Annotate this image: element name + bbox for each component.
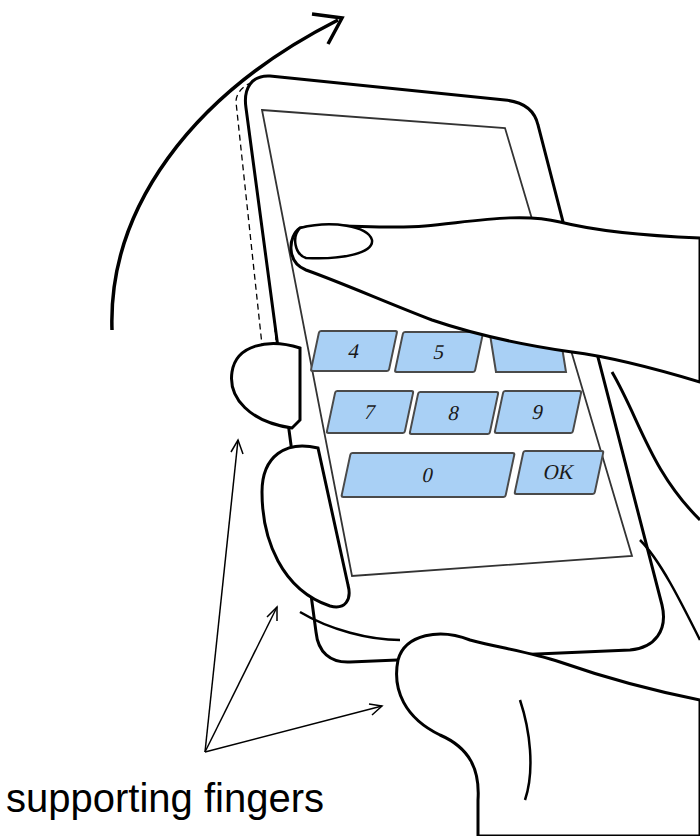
keypad-key: 5 xyxy=(394,331,485,373)
key-label: OK xyxy=(541,460,577,485)
keypad-key: 0 xyxy=(340,452,516,498)
leader-arrows xyxy=(205,440,382,752)
hidden-key xyxy=(488,322,566,372)
finger-line xyxy=(520,700,530,800)
keypad-key: 8 xyxy=(408,391,499,435)
leader-arrowhead xyxy=(231,440,243,454)
phone-screen xyxy=(262,110,632,576)
leader-line xyxy=(205,706,382,752)
palm-edge xyxy=(640,540,700,640)
key-label: 0 xyxy=(420,463,436,488)
leader-arrowhead xyxy=(267,607,277,621)
supporting-finger xyxy=(397,634,700,836)
phone-body xyxy=(245,76,663,662)
supporting-finger xyxy=(262,446,349,607)
palm-edge xyxy=(612,372,700,520)
thumbnail xyxy=(295,224,372,258)
key-label: 8 xyxy=(446,401,462,426)
supporting-finger xyxy=(232,344,300,428)
key-label: 7 xyxy=(362,400,378,425)
tilt-arrowhead xyxy=(312,14,342,44)
key-label: 9 xyxy=(530,400,546,425)
keypad-key: 4 xyxy=(310,330,399,372)
keypad-key: 7 xyxy=(325,390,414,434)
finger-line xyxy=(300,612,400,640)
caption-label: supporting fingers xyxy=(6,776,324,821)
key-label: 5 xyxy=(431,340,447,365)
leader-line xyxy=(205,440,238,752)
key-label: 4 xyxy=(346,339,362,364)
keypad-key: OK xyxy=(513,450,605,495)
leader-arrowhead xyxy=(369,704,382,715)
thumb xyxy=(291,218,700,382)
keypad-key: 9 xyxy=(493,390,582,434)
leader-line xyxy=(205,607,277,752)
